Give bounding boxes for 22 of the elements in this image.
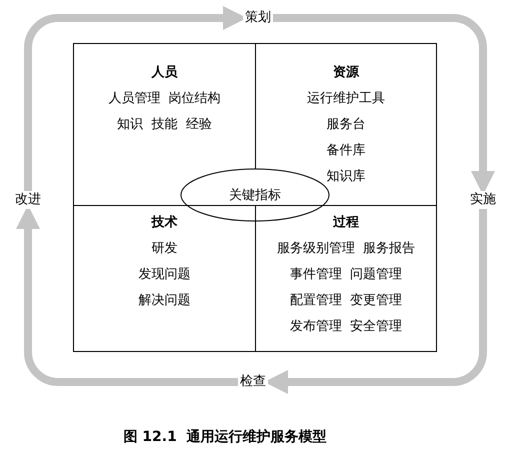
quadrant-heading: 过程 — [332, 214, 360, 232]
quadrant-panel — [73, 205, 256, 352]
quadrant-heading: 技术 — [150, 214, 178, 232]
item-text: 事件管理 问题管理 — [288, 266, 404, 284]
quadrant-panel — [255, 205, 437, 352]
item-text: 服务台 — [326, 116, 366, 134]
item-text: 知识 技能 经验 — [116, 116, 213, 134]
item-text: 服务级别管理 服务报告 — [276, 240, 416, 258]
center-text: 关键指标 — [229, 187, 281, 204]
figure-caption: 图 12.1 通用运行维护服务模型 — [122, 428, 328, 446]
item-text: 发现问题 — [138, 266, 192, 284]
item-text: 配置管理 变更管理 — [288, 292, 404, 310]
quadrant-heading: 资源 — [332, 64, 360, 82]
cycle-label: 改进 — [13, 191, 43, 209]
item-text: 运行维护工具 — [306, 90, 386, 108]
quadrant-heading: 人员 — [150, 64, 178, 82]
item-text: 解决问题 — [138, 292, 192, 310]
item-text: 备件库 — [326, 142, 366, 160]
item-text: 知识库 — [326, 168, 366, 186]
item-text: 发布管理 安全管理 — [288, 318, 404, 336]
item-text: 人员管理 岗位结构 — [107, 90, 222, 108]
item-text: 研发 — [150, 240, 178, 258]
